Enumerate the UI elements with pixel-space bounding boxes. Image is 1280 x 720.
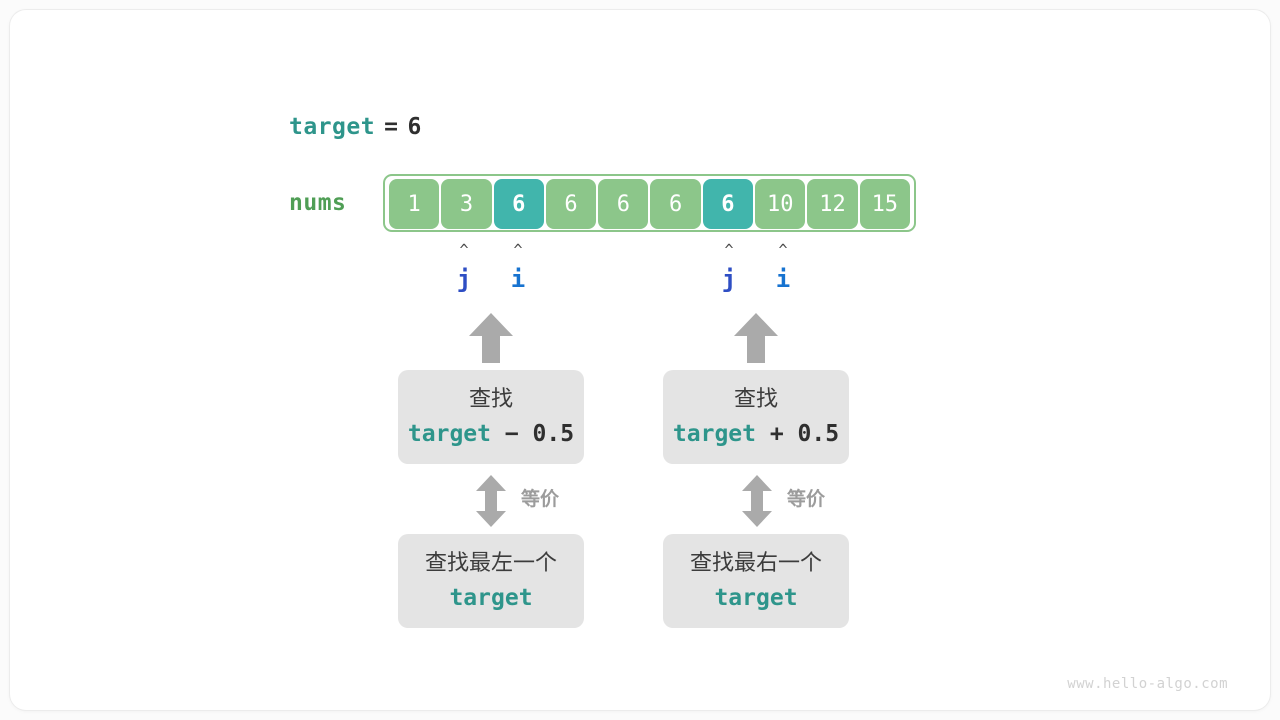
target-value: 6 <box>407 114 422 140</box>
up-arrow-left-icon <box>469 313 513 363</box>
array-cell-0: 1 <box>389 179 440 229</box>
array-cell-1: 3 <box>441 179 492 229</box>
array-cell-3: 6 <box>545 179 597 229</box>
pointer-left-i: i <box>510 265 526 293</box>
target-declaration: target = 6 <box>289 110 422 144</box>
double-arrow-right-icon <box>742 475 772 527</box>
left-top-box: 查找 target − 0.5 <box>398 370 584 464</box>
diagram-card <box>10 10 1270 710</box>
array-cell-9: 15 <box>859 179 910 229</box>
array-label: nums <box>289 190 347 216</box>
right-top-box-expression: target + 0.5 <box>673 418 839 450</box>
target-equals-sign: = <box>384 114 399 140</box>
left-top-box-variable: target <box>407 420 491 447</box>
right-top-box-title: 查找 <box>733 386 778 412</box>
pointer-right-i: i <box>775 265 791 293</box>
right-bottom-box: 查找最右一个 target <box>663 534 849 628</box>
equivalence-label-right: 等价 <box>787 488 826 510</box>
left-top-box-expression: target − 0.5 <box>408 418 574 450</box>
array-cell-6: 6 <box>702 179 754 229</box>
right-top-box-variable: target <box>672 420 756 447</box>
array-cell-4: 6 <box>598 179 649 229</box>
watermark: www.hello-algo.com <box>1067 676 1228 692</box>
left-top-box-operator: − 0.5 <box>491 420 575 447</box>
right-bottom-box-variable: target <box>714 584 798 611</box>
pointer-left-j: j <box>456 265 472 293</box>
caret-left-i: ^ <box>513 241 523 259</box>
target-variable-name: target <box>289 114 376 140</box>
left-bottom-box-variable: target <box>449 584 533 611</box>
left-bottom-box: 查找最左一个 target <box>398 534 584 628</box>
array-cell-2: 6 <box>493 179 544 229</box>
up-arrow-right-icon <box>734 313 778 363</box>
array-cell-8: 12 <box>807 179 858 229</box>
double-arrow-left-icon <box>476 475 506 527</box>
right-top-box: 查找 target + 0.5 <box>663 370 849 464</box>
left-bottom-box-title: 查找最左一个 <box>424 550 557 576</box>
caret-left-j: ^ <box>459 241 469 259</box>
equivalence-label-left: 等价 <box>521 488 560 510</box>
nums-array: 1 3 6 6 6 6 6 10 12 15 <box>383 174 916 232</box>
array-cell-5: 6 <box>650 179 701 229</box>
caret-right-i: ^ <box>778 241 788 259</box>
left-top-box-title: 查找 <box>468 386 513 412</box>
pointer-right-j: j <box>721 265 737 293</box>
array-cell-7: 10 <box>755 179 806 229</box>
right-top-box-operator: + 0.5 <box>756 420 840 447</box>
caret-right-j: ^ <box>724 241 734 259</box>
right-bottom-box-title: 查找最右一个 <box>689 550 822 576</box>
